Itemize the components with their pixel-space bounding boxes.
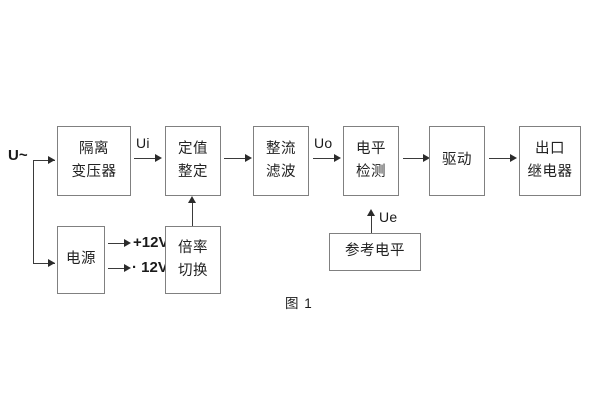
block-output-relay[interactable]: 出口 继电器	[519, 126, 581, 196]
arrowhead-rail-positive-icon	[124, 239, 131, 247]
block-driver-line-1: 驱动	[442, 152, 472, 169]
block-rectify-filter-line-2: 滤波	[266, 164, 296, 180]
wire-transformer-to-setting	[134, 158, 158, 159]
rail-label-negative: · 12V	[132, 259, 168, 276]
block-isolation-transformer-line-2: 变压器	[71, 164, 117, 180]
wire-level-to-driver	[403, 158, 426, 159]
block-multiplier-switch-line-1: 倍率	[178, 239, 208, 256]
block-rectify-filter[interactable]: 整流 滤波	[253, 126, 309, 196]
arrowhead-transformer-to-setting-icon	[155, 154, 162, 162]
block-setting-value-line-2: 整定	[178, 164, 208, 180]
block-reference-level-line-1: 参考电平	[345, 243, 405, 260]
block-setting-value[interactable]: 定值 整定	[165, 126, 221, 196]
arrowhead-multiplier-to-setting-icon	[188, 196, 196, 203]
wire-driver-to-output-relay	[489, 158, 514, 159]
block-isolation-transformer-line-1: 隔离	[79, 140, 109, 157]
block-level-detect-line-1: 电平	[356, 140, 386, 157]
block-power-supply-line-1: 电源	[66, 251, 96, 268]
figure-caption: 图 1	[285, 296, 313, 311]
arrowhead-source-to-transformer-icon	[48, 156, 55, 164]
block-setting-value-line-1: 定值	[178, 140, 208, 157]
block-isolation-transformer[interactable]: 隔离 变压器	[57, 126, 131, 196]
block-rectify-filter-line-1: 整流	[266, 140, 296, 157]
block-output-relay-line-1: 出口	[535, 140, 565, 157]
signal-label-ue: Ue	[379, 209, 398, 225]
block-level-detect[interactable]: 电平 检测	[343, 126, 399, 196]
arrowhead-driver-to-output-relay-icon	[510, 154, 517, 162]
wire-rail-negative	[108, 268, 127, 269]
arrowhead-rectify-to-level-icon	[334, 154, 341, 162]
arrowhead-level-to-driver-icon	[423, 154, 430, 162]
block-reference-level[interactable]: 参考电平	[329, 233, 421, 271]
arrowhead-reference-to-level-detect-icon	[367, 209, 375, 216]
block-output-relay-line-2: 继电器	[527, 164, 573, 180]
block-power-supply[interactable]: 电源	[57, 226, 105, 294]
wire-multiplier-to-setting	[192, 200, 193, 226]
wire-rectify-to-level	[313, 158, 337, 159]
wire-rail-positive	[108, 243, 127, 244]
arrowhead-setting-to-rectify-icon	[245, 154, 252, 162]
wire-source-to-power-supply	[33, 263, 55, 264]
wire-source-to-transformer	[33, 160, 55, 161]
wire-source-trunk	[33, 160, 34, 263]
wire-setting-to-rectify	[224, 158, 248, 159]
signal-label-uo: Uo	[314, 135, 333, 151]
signal-label-ui: Ui	[136, 135, 150, 151]
wire-reference-to-level-detect	[371, 213, 372, 233]
arrowhead-source-to-power-supply-icon	[48, 259, 55, 267]
signal-label-source: U~	[8, 147, 28, 164]
arrowhead-rail-negative-icon	[124, 264, 131, 272]
rail-label-positive: +12V	[133, 234, 169, 251]
block-multiplier-switch-line-2: 切换	[178, 263, 208, 279]
block-multiplier-switch[interactable]: 倍率 切换	[165, 226, 221, 294]
block-driver[interactable]: 驱动	[429, 126, 485, 196]
block-level-detect-line-2: 检测	[356, 164, 386, 180]
